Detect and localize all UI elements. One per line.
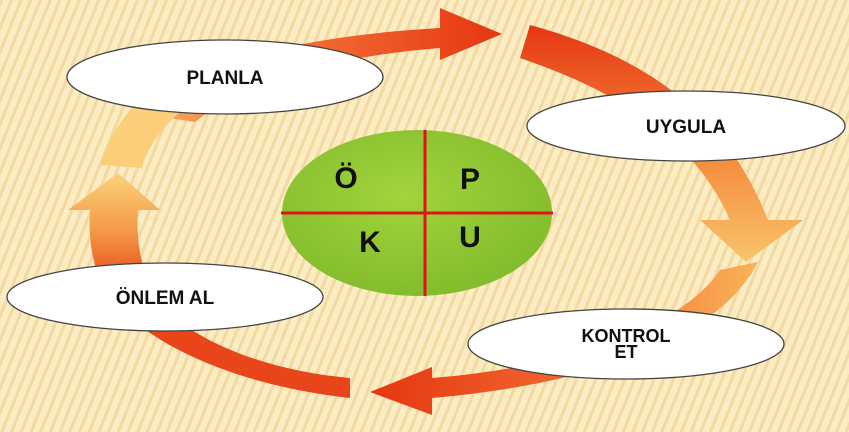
arrow-left xyxy=(68,173,160,286)
step-planla-label: PLANLA xyxy=(186,68,263,89)
arrow-left-upper xyxy=(100,108,180,168)
center-letter-bottom-left: K xyxy=(359,226,381,259)
arrow-bottom-left xyxy=(130,318,350,398)
step-onlem-al: ÖNLEM AL xyxy=(6,262,324,332)
arrow-bottom xyxy=(370,262,758,415)
step-uygula-label: UYGULA xyxy=(646,117,727,138)
step-kontrol-et: KONTROL ET xyxy=(467,308,785,380)
step-kontrol-et-label-line2: ET xyxy=(614,342,637,362)
arrow-right xyxy=(520,25,803,262)
step-onlem-al-label: ÖNLEM AL xyxy=(116,288,215,309)
center-letter-bottom-right: U xyxy=(459,221,481,254)
step-uygula: UYGULA xyxy=(526,90,846,162)
center-letter-top-left: Ö xyxy=(334,162,357,195)
step-kontrol-et-label-line1: KONTROL xyxy=(582,326,671,346)
step-planla: PLANLA xyxy=(66,39,384,115)
center-letter-top-right: P xyxy=(460,163,480,196)
